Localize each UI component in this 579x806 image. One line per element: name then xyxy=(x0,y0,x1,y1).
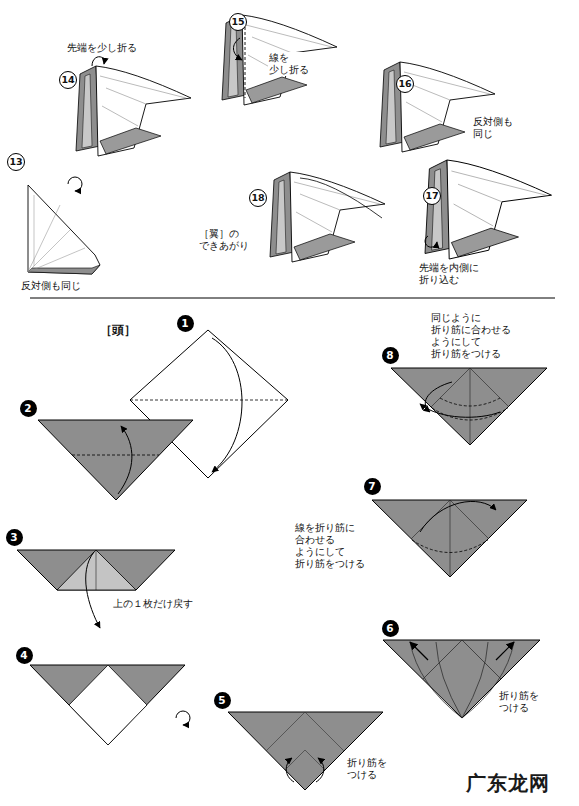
wing-curve xyxy=(300,178,382,218)
paper-triangle xyxy=(391,368,547,445)
instruction-note: 反対側も同じ xyxy=(20,280,82,292)
step-number: 17 xyxy=(423,187,441,205)
instruction-note: 反対側も 同じ xyxy=(472,116,514,140)
step-number: 18 xyxy=(249,189,267,207)
step-number: 1 xyxy=(177,315,194,332)
paper-shape xyxy=(17,550,175,590)
instruction-note: 線を 少し折る xyxy=(268,52,310,76)
fold-line xyxy=(130,400,288,401)
fold-arrow xyxy=(118,426,132,494)
instruction-note: 折り筋を つける xyxy=(498,690,540,714)
step-number: 2 xyxy=(20,400,37,417)
step-number: 7 xyxy=(364,478,381,495)
crease-line xyxy=(28,195,85,272)
fold-arrow xyxy=(92,57,104,66)
paper-flap xyxy=(57,550,136,590)
step-number: 3 xyxy=(6,529,23,546)
crease-line xyxy=(431,368,509,445)
watermark: 广东龙网 xyxy=(466,770,550,797)
fold-arrow xyxy=(425,382,452,412)
step-number: 6 xyxy=(382,620,399,637)
step-number: 14 xyxy=(59,71,77,89)
fold-arrow xyxy=(286,758,294,782)
fold-arrow xyxy=(410,642,428,660)
paper-triangle xyxy=(383,640,540,718)
instruction-note: 折り筋を つける xyxy=(346,757,388,781)
fold-arrow xyxy=(420,404,500,417)
step-number: 15 xyxy=(229,13,247,31)
fold-line xyxy=(432,398,508,420)
fold-arrow xyxy=(496,642,514,660)
divider-line xyxy=(30,298,555,299)
fold-arrow xyxy=(420,501,496,532)
turn-over-arrow xyxy=(176,711,190,725)
section-heading: ［頭］ xyxy=(100,322,136,339)
wing-figure xyxy=(76,66,191,156)
paper-triangle xyxy=(30,665,185,745)
instruction-note: 先端を内側に 折り込む xyxy=(418,262,480,286)
instruction-note: 先端を少し折る xyxy=(66,42,138,54)
crease-line xyxy=(96,550,97,590)
fold-arrow xyxy=(316,758,324,782)
step-number: 4 xyxy=(16,647,33,664)
fold-line xyxy=(72,455,159,456)
step-number: 5 xyxy=(214,692,231,709)
wing-figure xyxy=(425,160,552,259)
instruction-note: 線を折り筋に 合わせる ようにして 折り筋をつける xyxy=(294,522,366,570)
paper-square xyxy=(69,665,147,745)
paper-triangle xyxy=(372,500,527,577)
fold-arrow xyxy=(212,338,242,472)
instruction-note: ［翼］の できあがり xyxy=(198,228,250,252)
wing-figure xyxy=(270,172,385,262)
fold-line xyxy=(245,22,246,98)
crease-line xyxy=(266,712,344,770)
wing-figure xyxy=(28,185,100,274)
fold-arrow xyxy=(233,38,242,60)
instruction-note: 同じように 折り筋に合わせる ようにして 折り筋をつける xyxy=(430,312,512,360)
step-number: 8 xyxy=(382,347,399,364)
turn-over-arrow xyxy=(68,177,82,191)
fold-line xyxy=(412,540,488,553)
paper-triangle xyxy=(38,420,193,500)
fold-arrow xyxy=(425,236,437,247)
crease-line xyxy=(411,500,489,577)
wing-edge xyxy=(28,265,100,274)
step-number: 16 xyxy=(396,75,414,93)
step-number: 13 xyxy=(7,153,25,171)
fold-arrow xyxy=(86,552,100,628)
instruction-note: 上の１枚だけ戻す xyxy=(112,598,194,610)
